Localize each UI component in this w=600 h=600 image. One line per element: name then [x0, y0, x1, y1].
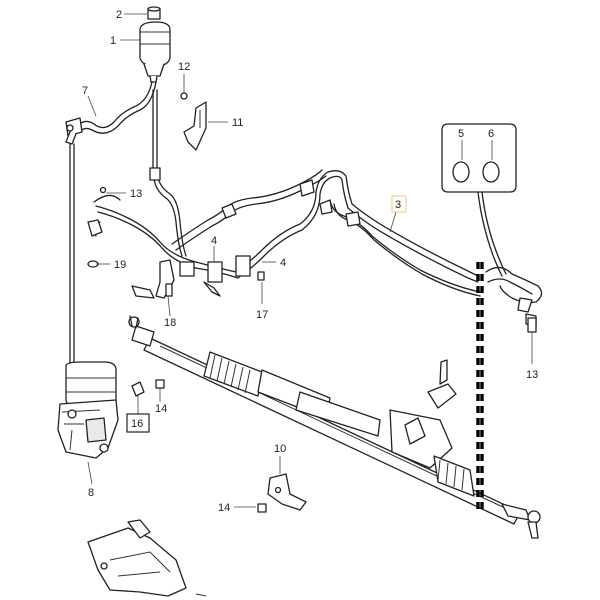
callout-8: 8 [88, 487, 94, 499]
callout-11: 11 [232, 117, 243, 129]
steering-rack [128, 315, 541, 539]
callout-7: 7 [82, 85, 88, 97]
subframe-bracket [87, 519, 207, 597]
callout-16: 16 [131, 418, 143, 430]
callout-6: 6 [488, 128, 494, 140]
hose-clips [131, 179, 361, 299]
callout-3: 3 [395, 199, 401, 211]
callout-10: 10 [274, 443, 286, 455]
callout-12: 12 [178, 61, 190, 73]
callout-4-left: 4 [211, 235, 217, 247]
callout-17: 17 [256, 309, 268, 321]
callout-box-16 [126, 413, 150, 433]
electric-pump [57, 361, 119, 459]
fasteners [87, 186, 537, 333]
callout-1: 1 [110, 35, 116, 47]
callout-4-right: 4 [280, 257, 286, 269]
fluid-reservoir [139, 6, 171, 83]
callout-14-upper: 14 [155, 403, 167, 415]
supply-hose [65, 81, 157, 145]
callout-18: 18 [164, 317, 176, 329]
callout-box-3 [391, 195, 407, 213]
callout-13-top: 13 [130, 188, 142, 200]
callout-5: 5 [458, 128, 464, 140]
bracket-10 [257, 473, 307, 513]
bracket-11 [180, 92, 207, 151]
callout-19: 19 [114, 259, 126, 271]
seal-detail-window [441, 123, 517, 277]
callout-labels: 2 1 12 7 11 5 6 13 3 4 19 4 18 17 13 14 … [82, 9, 538, 514]
callout-14-lower: 14 [218, 502, 230, 514]
pump-sensor [131, 379, 165, 416]
leader-lines [87, 13, 533, 508]
callout-2: 2 [116, 9, 122, 21]
callout-13-right: 13 [526, 369, 538, 381]
